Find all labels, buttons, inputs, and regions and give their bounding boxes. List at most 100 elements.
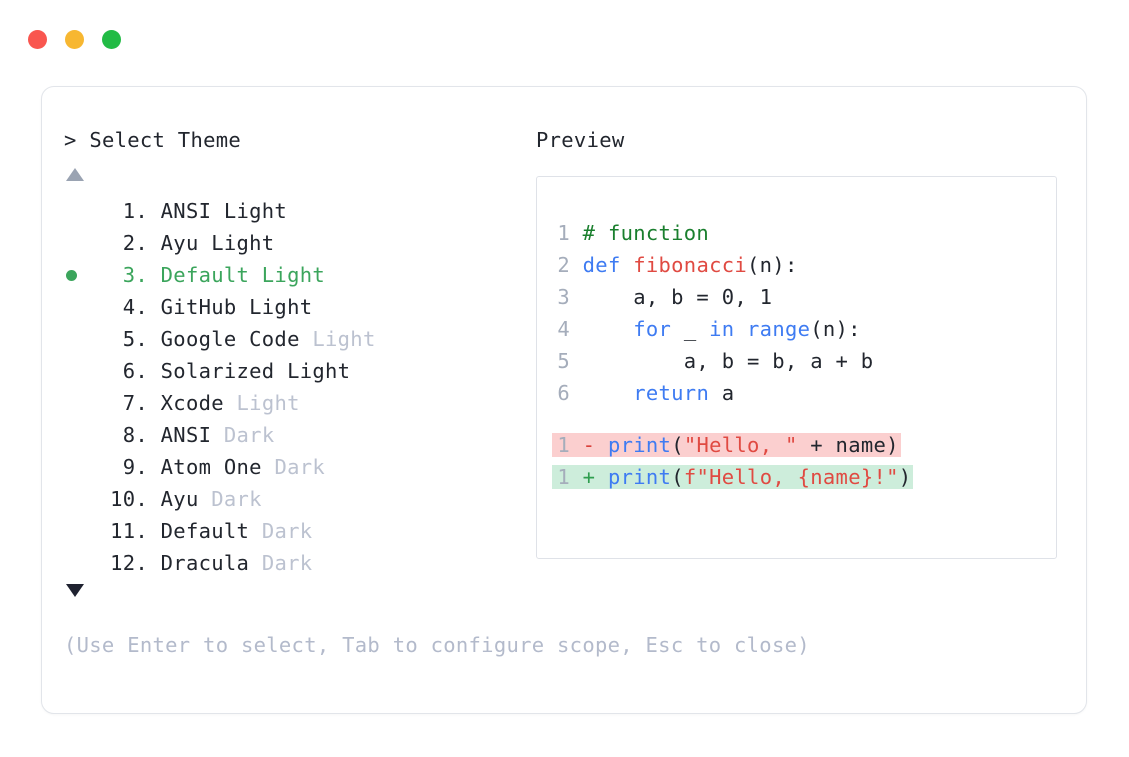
theme-list-item[interactable]: 5. Google Code Light [64, 323, 534, 355]
code-token: ( [671, 464, 684, 489]
diff-highlight: 1 - print("Hello, " + name) [552, 432, 901, 457]
theme-item-number: 8. [122, 422, 148, 447]
code-token: + name) [797, 432, 899, 457]
theme-item-number: 6. [122, 358, 148, 383]
page-title: Select Theme [89, 128, 242, 152]
code-spacer [552, 409, 1056, 429]
theme-item-number: 4. [122, 294, 148, 319]
theme-list-item[interactable]: 11. Default Dark [64, 515, 534, 547]
theme-item-number: 5. [122, 326, 148, 351]
theme-item-variant: Dark [223, 422, 275, 447]
theme-item-name: Dracula [160, 550, 250, 575]
keyboard-hint: (Use Enter to select, Tab to configure s… [64, 633, 810, 657]
code-token: a, b = b, a + b [582, 348, 874, 373]
prompt-line: > Select Theme [64, 130, 534, 151]
theme-list-item[interactable]: 12. Dracula Dark [64, 547, 534, 579]
theme-item-number: 7. [122, 390, 148, 415]
theme-item-name: GitHub Light [160, 294, 313, 319]
triangle-up-icon[interactable] [66, 167, 84, 181]
code-token: ) [898, 464, 912, 489]
code-line: 3 a, b = 0, 1 [552, 281, 1056, 313]
diff-line-number: 1 [557, 432, 570, 457]
theme-item-number: 11. [110, 518, 148, 543]
selected-bullet-icon [66, 269, 77, 281]
prompt-caret-icon: > [64, 128, 77, 152]
diff-sign: - [582, 432, 596, 457]
theme-list-item[interactable]: 4. GitHub Light [64, 291, 534, 323]
code-line: 5 a, b = b, a + b [552, 345, 1056, 377]
triangle-down-icon[interactable] [66, 584, 84, 597]
code-token: def [582, 252, 634, 277]
theme-item-name: ANSI [160, 422, 212, 447]
code-token: "Hello, " [683, 432, 798, 457]
theme-item-number: 12. [110, 550, 148, 575]
theme-item-name: Xcode [160, 390, 224, 415]
theme-item-variant: Dark [261, 518, 313, 543]
code-token: (n): [747, 252, 798, 277]
minimize-window-button[interactable] [65, 30, 84, 49]
diff-line-number: 1 [557, 464, 570, 489]
close-window-button[interactable] [28, 30, 47, 49]
theme-list-item[interactable]: 7. Xcode Light [64, 387, 534, 419]
theme-item-variant: Dark [274, 454, 326, 479]
theme-item-name: Ayu [160, 486, 199, 511]
diff-line-del: 1 - print("Hello, " + name) [537, 429, 1056, 461]
code-token [583, 381, 634, 405]
code-token: fibonacci [633, 252, 748, 277]
code-token: return [633, 380, 710, 405]
code-token: print [607, 464, 672, 489]
code-line-number: 5 [557, 348, 570, 373]
code-token: print [607, 432, 672, 457]
theme-item-name: Atom One [160, 454, 262, 479]
theme-item-number: 3. [122, 262, 148, 287]
code-line-number: 1 [557, 220, 570, 245]
code-line: 6 return a [552, 377, 1056, 409]
theme-list-item[interactable]: 9. Atom One Dark [64, 451, 534, 483]
code-token: # function [582, 220, 710, 245]
diff-highlight: 1 + print(f"Hello, {name}!") [552, 464, 914, 489]
code-line: 2 def fibonacci(n): [552, 249, 1056, 281]
code-line-number: 4 [557, 316, 570, 341]
code-token: a [709, 380, 735, 405]
code-token: ( [671, 432, 684, 457]
theme-item-name: Default [160, 518, 250, 543]
code-line-number: 6 [557, 380, 570, 405]
code-token: _ [671, 316, 710, 341]
theme-item-variant: Light [236, 390, 300, 415]
theme-item-variant: Light [312, 326, 376, 351]
code-line-number: 3 [557, 284, 570, 309]
code-token: f"Hello, {name}!" [683, 464, 899, 489]
code-token: (n): [810, 316, 861, 341]
theme-item-number: 1. [122, 198, 148, 223]
diff-sign: + [582, 464, 596, 489]
theme-list-item[interactable]: 10. Ayu Dark [64, 483, 534, 515]
theme-list-item[interactable]: 1. ANSI Light [64, 195, 534, 227]
code-line: 1 # function [552, 217, 1056, 249]
theme-list-item[interactable]: 8. ANSI Dark [64, 419, 534, 451]
theme-item-name: Solarized Light [160, 358, 351, 383]
code-token [583, 317, 634, 341]
theme-list-item[interactable]: 6. Solarized Light [64, 355, 534, 387]
diff-line-add: 1 + print(f"Hello, {name}!") [537, 461, 1056, 493]
code-line-number: 2 [557, 252, 570, 277]
maximize-window-button[interactable] [102, 30, 121, 49]
theme-list-item[interactable]: 3. Default Light [64, 259, 534, 291]
theme-item-name: Google Code [160, 326, 300, 351]
code-token: for [633, 316, 672, 341]
theme-item-name: Default Light [160, 262, 326, 287]
theme-item-number: 9. [122, 454, 148, 479]
code-token: a, b = 0, 1 [582, 284, 773, 309]
preview-label: Preview [536, 128, 625, 152]
theme-item-variant: Dark [211, 486, 262, 511]
code-line: 4 for _ in range(n): [552, 313, 1056, 345]
theme-item-variant: Dark [261, 550, 313, 575]
theme-list-item[interactable]: 2. Ayu Light [64, 227, 534, 259]
theme-item-number: 2. [122, 230, 148, 255]
window-controls[interactable] [28, 30, 121, 49]
theme-item-number: 10. [110, 486, 148, 511]
